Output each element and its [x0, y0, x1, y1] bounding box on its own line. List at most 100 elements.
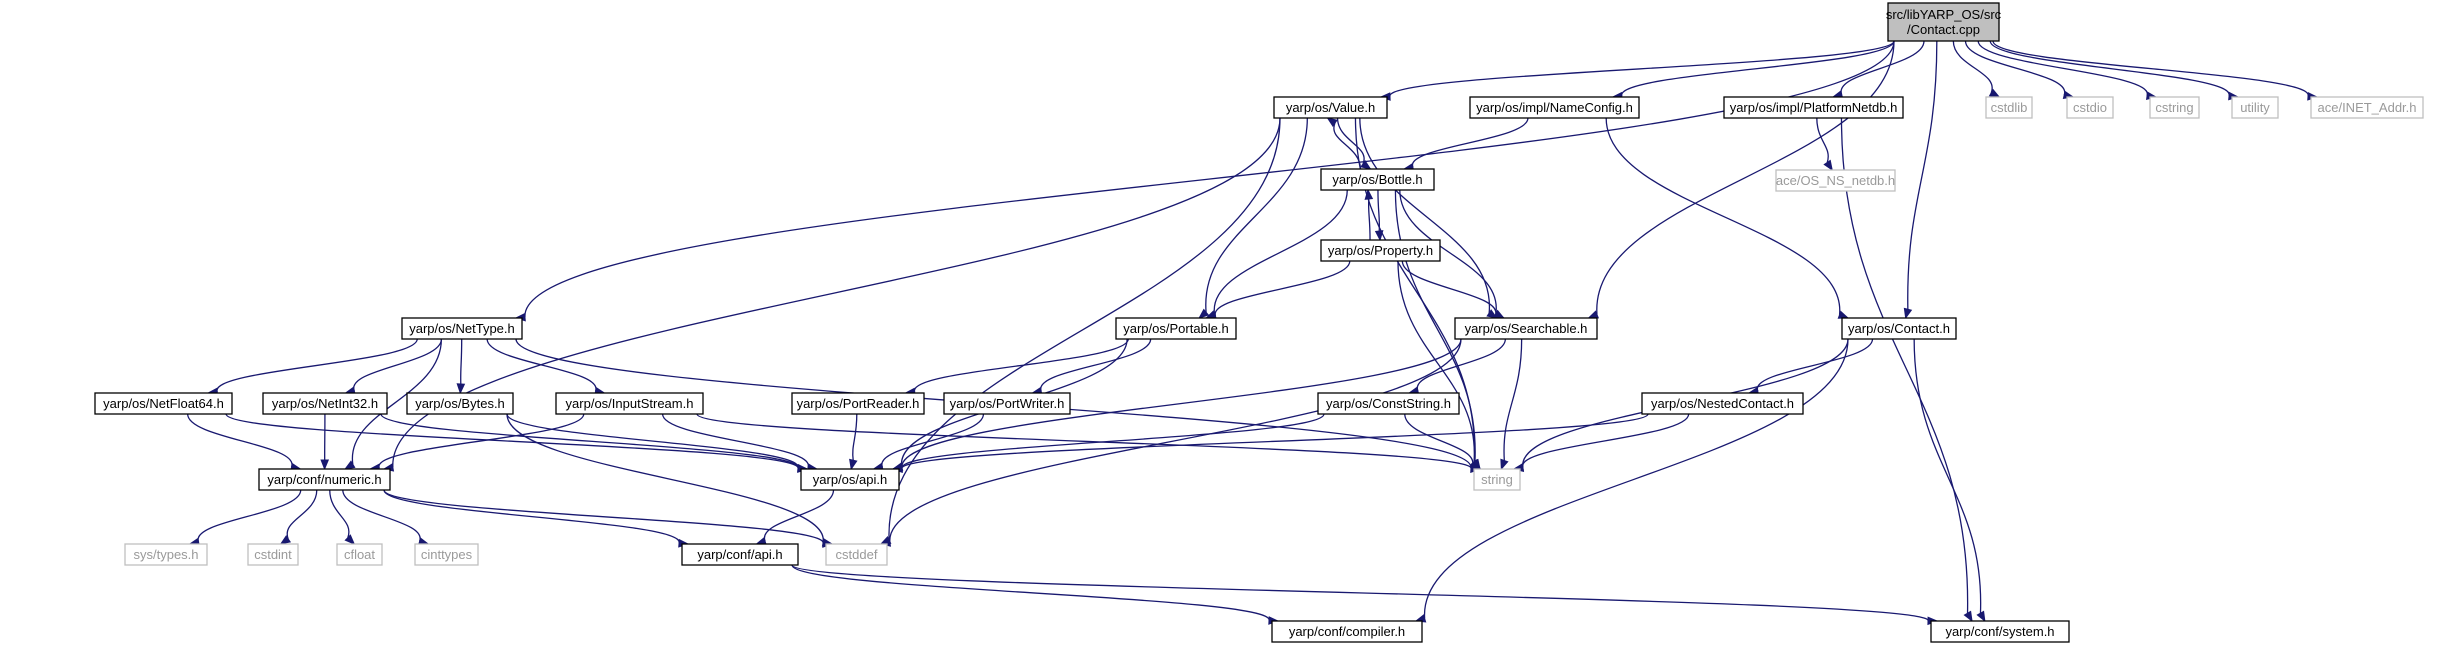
edge-line [1423, 338, 1849, 619]
edge-portwriter_h-to-api_h [872, 413, 985, 472]
node-label: cfloat [344, 547, 375, 562]
node-cstdint[interactable]: cstdint [247, 543, 299, 566]
edge-line [1816, 117, 1829, 163]
node-compiler_h[interactable]: yarp/conf/compiler.h [1271, 620, 1423, 643]
edge-line [1840, 40, 1925, 95]
edge-line [913, 338, 1129, 393]
node-portable_h[interactable]: yarp/os/Portable.h [1115, 317, 1237, 340]
node-conststring_h[interactable]: yarp/os/ConstString.h [1317, 392, 1460, 415]
arrowhead-icon [1326, 117, 1338, 127]
edge-api_h-to-conf_api_h [755, 489, 835, 546]
node-cstdlib[interactable]: cstdlib [1985, 96, 2033, 119]
node-box [406, 392, 514, 415]
edge-line [1377, 189, 1381, 232]
edge-line [353, 338, 443, 392]
node-label: yarp/conf/compiler.h [1289, 624, 1405, 639]
edge-line [460, 338, 463, 385]
node-box [1115, 317, 1237, 340]
node-numeric_h[interactable]: yarp/conf/numeric.h [258, 468, 391, 491]
edge-contact_cpp-to-contact_h [1903, 40, 1938, 320]
node-box [262, 392, 388, 415]
node-platformnetdb_h[interactable]: yarp/os/impl/PlatformNetdb.h [1723, 96, 1904, 119]
node-box [2149, 96, 2200, 119]
node-label: yarp/os/PortReader.h [797, 396, 920, 411]
edge-bottle_h-to-value_h [1326, 117, 1362, 170]
edge-line [216, 338, 418, 393]
edge-nestedcontact_h-to-api_h [891, 413, 1649, 474]
edge-nameconfig_h-to-contact_h [1605, 117, 1850, 319]
edge-property_h-to-portable_h [1205, 260, 1351, 321]
node-system_h[interactable]: yarp/conf/system.h [1930, 620, 2070, 643]
node-inputstream_h[interactable]: yarp/os/InputStream.h [555, 392, 704, 415]
node-nestedcontact_h[interactable]: yarp/os/NestedContact.h [1641, 392, 1804, 415]
edge-portable_h-to-portreader_h [904, 338, 1129, 397]
node-cinttypes[interactable]: cinttypes [414, 543, 479, 566]
node-box [1454, 317, 1598, 340]
node-box [1273, 96, 1388, 119]
edge-line [1621, 40, 1895, 97]
node-cstddef[interactable]: cstddef [825, 543, 888, 566]
edge-nettype_h-to-inputstream_h [486, 338, 606, 396]
node-bytes_h[interactable]: yarp/os/Bytes.h [406, 392, 514, 415]
node-searchable_h[interactable]: yarp/os/Searchable.h [1454, 317, 1598, 340]
node-api_h[interactable]: yarp/os/api.h [800, 468, 900, 491]
edge-searchable_h-to-cstddef [879, 338, 1462, 547]
edge-line [1336, 117, 1365, 165]
node-sys_types_h[interactable]: sys/types.h [124, 543, 208, 566]
node-contact_h[interactable]: yarp/os/Contact.h [1841, 317, 1957, 340]
node-label: yarp/os/Contact.h [1848, 321, 1950, 336]
node-portreader_h[interactable]: yarp/os/PortReader.h [791, 392, 925, 415]
edge-conf_api_h-to-compiler_h [791, 564, 1280, 625]
edge-line [1952, 40, 1993, 93]
edge-line [1977, 40, 2148, 96]
edge-portable_h-to-portwriter_h [1031, 338, 1152, 396]
node-netfloat64_h[interactable]: yarp/os/NetFloat64.h [94, 392, 233, 415]
edge-value_h-to-bottle_h [1336, 117, 1372, 170]
node-portwriter_h[interactable]: yarp/os/PortWriter.h [943, 392, 1071, 415]
edge-numeric_h-to-cfloat [329, 489, 356, 545]
node-box [1841, 317, 1957, 340]
edge-contact_cpp-to-platformnetdb_h [1831, 40, 1925, 99]
node-value_h[interactable]: yarp/os/Value.h [1273, 96, 1388, 119]
arrowhead-icon [1500, 458, 1509, 471]
node-inet_addr_h[interactable]: ace/INET_Addr.h [2310, 96, 2424, 119]
edge-line [791, 564, 1270, 622]
node-bottle_h[interactable]: yarp/os/Bottle.h [1320, 168, 1435, 191]
edge-line [378, 413, 585, 469]
node-conf_api_h[interactable]: yarp/conf/api.h [681, 543, 799, 566]
node-nettype_h[interactable]: yarp/os/NetType.h [401, 317, 523, 340]
edge-line [1989, 40, 2230, 97]
node-netint32_h[interactable]: yarp/os/NetInt32.h [262, 392, 388, 415]
node-box [94, 392, 233, 415]
edge-line [506, 413, 824, 543]
node-contact_cpp[interactable]: src/libYARP_OS/src/Contact.cpp [1886, 2, 2002, 42]
node-label: yarp/os/InputStream.h [566, 396, 694, 411]
node-label: string [1481, 472, 1513, 487]
arrowhead-icon [1903, 307, 1913, 320]
node-label: yarp/os/NestedContact.h [1651, 396, 1794, 411]
arrowhead-icon [456, 383, 466, 395]
edge-line [1907, 40, 1938, 310]
node-cstring[interactable]: cstring [2149, 96, 2200, 119]
node-nameconfig_h[interactable]: yarp/os/impl/NameConfig.h [1469, 96, 1640, 119]
edge-line [888, 117, 1281, 541]
edge-line [286, 489, 318, 540]
node-property_h[interactable]: yarp/os/Property.h [1320, 239, 1441, 262]
node-label: yarp/os/Property.h [1328, 243, 1433, 258]
node-label: yarp/os/Bytes.h [415, 396, 505, 411]
node-box [681, 543, 799, 566]
node-utility[interactable]: utility [2231, 96, 2279, 119]
node-label: yarp/os/Searchable.h [1465, 321, 1588, 336]
node-box [800, 468, 900, 491]
node-cfloat[interactable]: cfloat [336, 543, 383, 566]
node-string[interactable]: string [1473, 468, 1521, 491]
edge-line [1522, 413, 1690, 468]
edge-numeric_h-to-cstdint [279, 489, 318, 545]
node-box [943, 392, 1071, 415]
node-os_ns_netdb_h[interactable]: ace/OS_NS_netdb.h [1775, 169, 1896, 192]
node-label: sys/types.h [133, 547, 198, 562]
node-cstdio[interactable]: cstdio [2066, 96, 2114, 119]
edge-portreader_h-to-api_h [849, 413, 858, 471]
edge-line [1333, 122, 1362, 170]
